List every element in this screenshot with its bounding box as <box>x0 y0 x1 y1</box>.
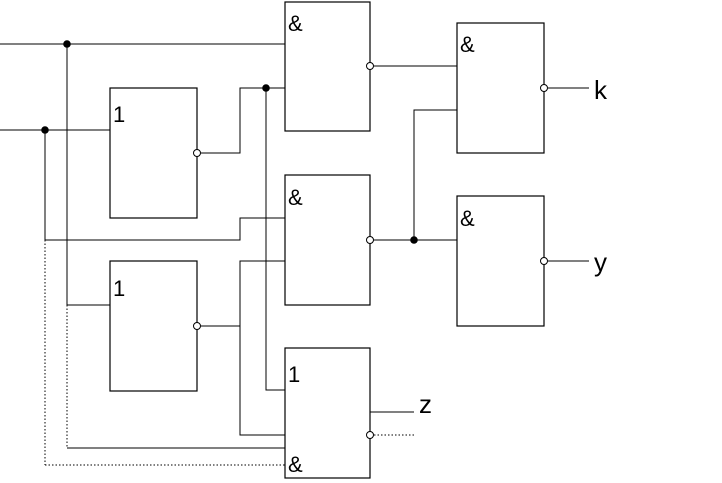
junction-and-middle <box>410 236 418 244</box>
junction-not-top <box>262 84 270 92</box>
branch-input2-to-and-middle <box>45 217 285 241</box>
junction-input2 <box>41 126 49 134</box>
gate-and-middle-label: & <box>288 185 303 210</box>
not-bottom-branch-down <box>239 326 285 436</box>
gate-and-top-label: & <box>288 11 303 36</box>
not-top-output <box>201 87 285 154</box>
not-top-branch-down <box>265 88 285 391</box>
gate-and-k-label: & <box>460 32 475 57</box>
gate-and-top <box>284 1 371 132</box>
output-z-label: z <box>419 389 432 419</box>
gate-not-top <box>109 87 198 219</box>
gate-bottom-combined <box>284 347 371 479</box>
gate-and-k <box>456 22 545 154</box>
bubble-not-bottom <box>193 322 201 330</box>
gate-bottom-and-label: & <box>288 452 303 477</box>
output-y-label: y <box>594 247 607 277</box>
gate-and-middle <box>284 174 371 306</box>
bubble-not-top <box>193 149 201 157</box>
bubble-and-middle <box>366 236 374 244</box>
gate-not-bottom-label: 1 <box>113 276 125 301</box>
output-k-label: k <box>594 75 608 105</box>
gate-not-top-label: 1 <box>113 102 125 127</box>
gate-bottom-or-label: 1 <box>288 362 300 387</box>
bubble-and-k <box>540 84 548 92</box>
gate-and-y-label: & <box>460 206 475 231</box>
not-bottom-output <box>201 260 285 327</box>
gate-not-bottom <box>109 260 198 392</box>
gate-and-y <box>456 195 545 327</box>
bubble-and-top <box>366 62 374 70</box>
bubble-and-y <box>540 257 548 265</box>
junction-input1 <box>63 40 71 48</box>
and-middle-branch-up <box>413 109 457 240</box>
bubble-bottom-and <box>366 431 374 439</box>
